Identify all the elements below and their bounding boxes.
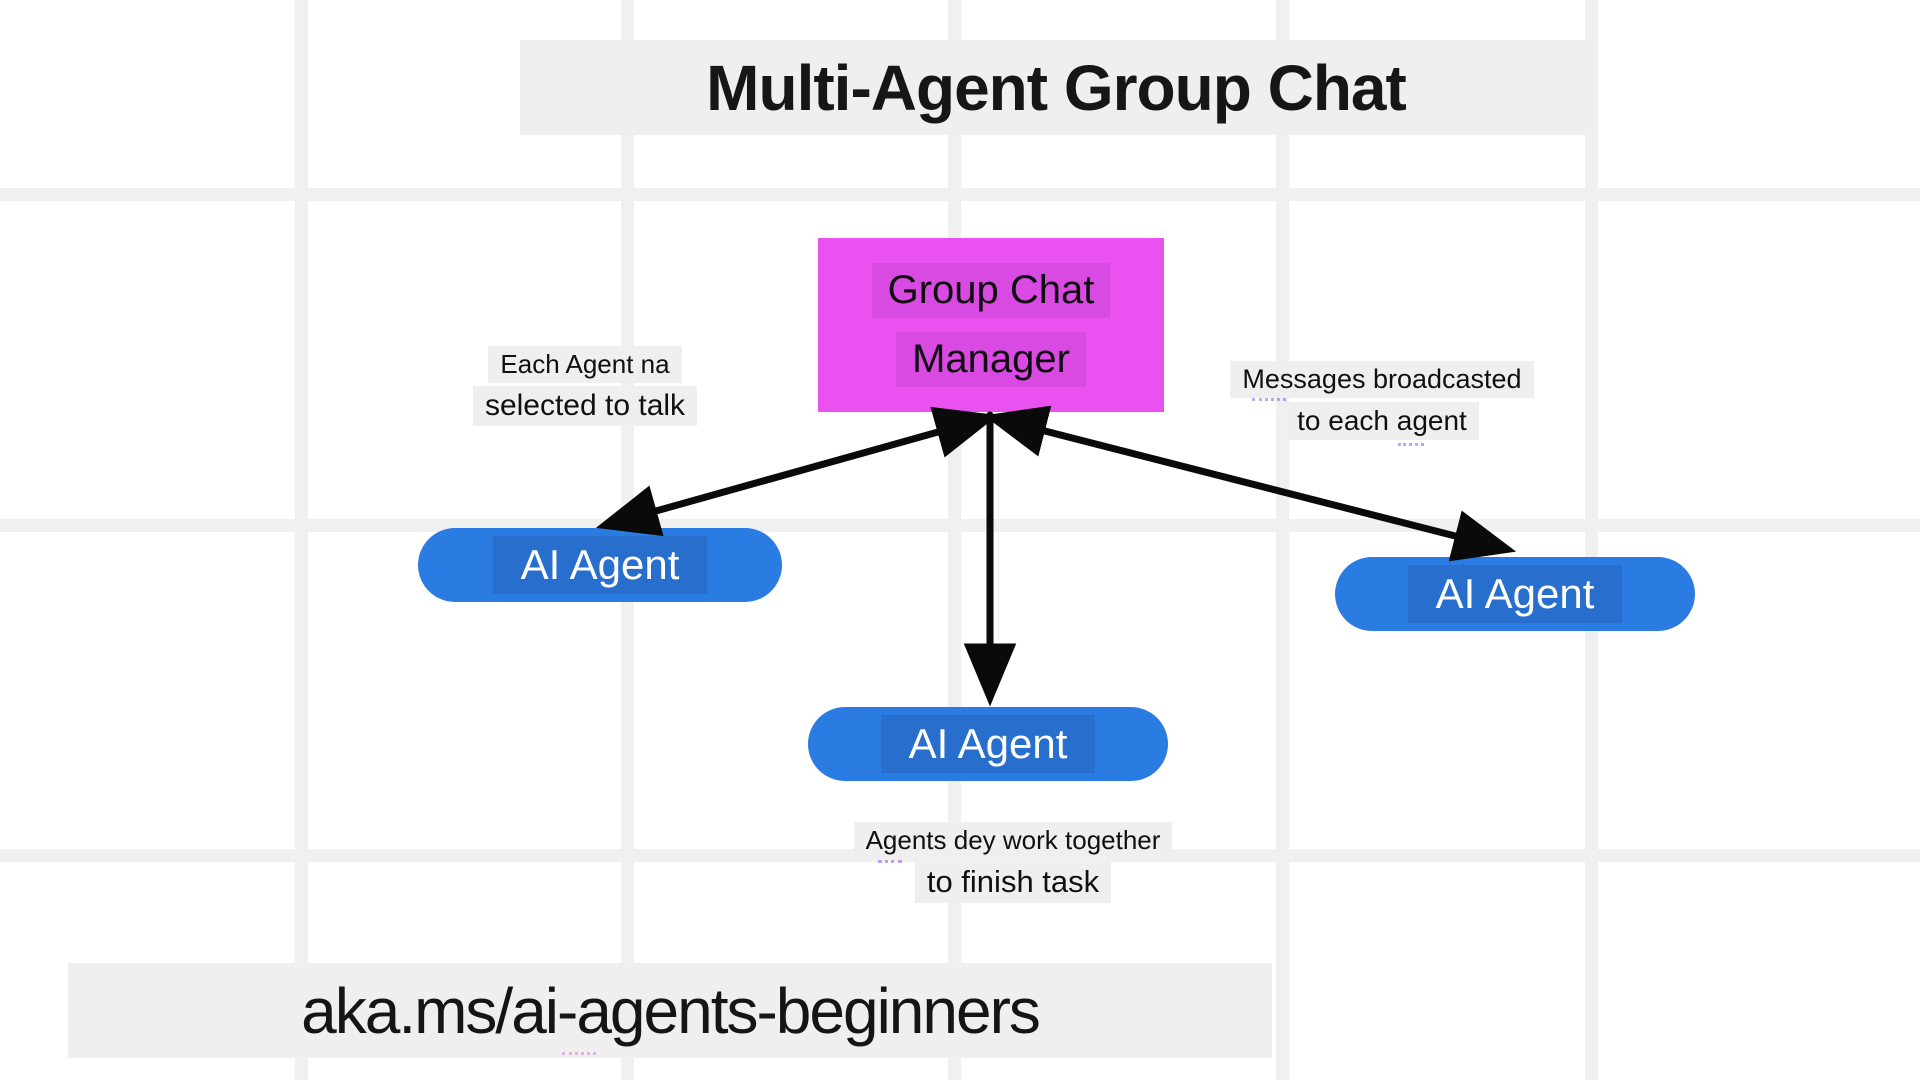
annotation-bottom-line2: to finish task (914, 861, 1112, 903)
annotation-agent-selected: Each Agent na selected to talk (437, 346, 733, 426)
agent-label: AI Agent (492, 536, 708, 594)
annotation-right-line1: Messages broadcasted (1230, 361, 1534, 398)
annotation-right-line2: to each agent (1285, 402, 1479, 440)
page-title: Multi-Agent Group Chat (706, 51, 1407, 124)
ai-agent-pill-left: AI Agent (418, 528, 782, 602)
manager-label-line2: Manager (896, 332, 1086, 387)
grid-line-vertical (1276, 0, 1289, 1080)
grid-line-vertical (295, 0, 308, 1080)
agent-label: AI Agent (1407, 565, 1623, 623)
footer-link-text: aka.ms/ai-agents-beginners (301, 974, 1041, 1047)
grid-line-horizontal (0, 519, 1920, 532)
annotation-messages-broadcast: Messages broadcasted to each agent (1186, 361, 1578, 440)
annotation-left-line1: Each Agent na (488, 346, 682, 383)
manager-label-line1: Group Chat (871, 263, 1111, 318)
grid-line-vertical (1585, 0, 1598, 1080)
annotation-bottom-line1: Agents dey work together (853, 822, 1173, 859)
grid-line-vertical (948, 0, 961, 1080)
title-banner: Multi-Agent Group Chat (520, 40, 1592, 135)
ai-agent-pill-center: AI Agent (808, 707, 1168, 781)
arrow-manager-to-left-agent (595, 406, 999, 537)
ai-agent-pill-right: AI Agent (1335, 557, 1695, 631)
spellcheck-squiggle (878, 860, 902, 863)
annotation-left-line2: selected to talk (472, 386, 698, 426)
annotation-agents-work-together: Agents dey work together to finish task (845, 822, 1181, 903)
footer-banner: aka.ms/ai-agents-beginners (68, 963, 1272, 1058)
grid-line-horizontal (0, 188, 1920, 201)
spellcheck-squiggle (1252, 398, 1286, 401)
spellcheck-squiggle (562, 1052, 596, 1055)
group-chat-manager-box: Group Chat Manager (818, 238, 1164, 412)
spellcheck-squiggle (1398, 443, 1424, 446)
agent-label: AI Agent (880, 715, 1096, 773)
